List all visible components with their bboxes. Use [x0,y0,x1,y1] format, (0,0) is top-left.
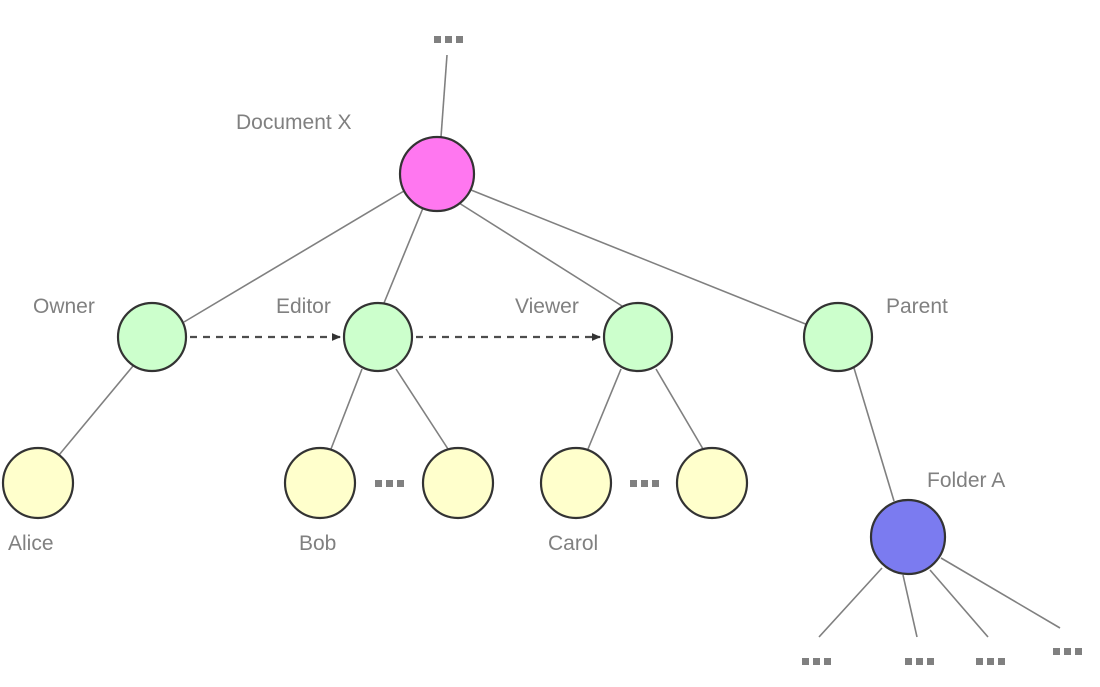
edge-viewer-to-carol [587,368,622,450]
edge-doc-to-owner [183,190,405,323]
node-owner[interactable] [116,301,188,373]
ellipsis-ellipsis-1 [802,658,831,665]
node-folder-a[interactable] [869,498,947,576]
ellipsis-ellipsis-viewer-group [630,480,659,487]
node-editor-user-2[interactable] [421,446,495,520]
edges-layer [58,54,1061,638]
node-alice[interactable] [1,446,75,520]
node-label-owner: Owner [33,295,95,318]
node-label-folder-a: Folder A [927,469,1006,492]
edge-owner-to-alice [58,365,134,456]
ellipsis-ellipsis-2 [905,658,934,665]
ellipsis-ellipsis-3 [976,658,1005,665]
node-label-carol: Carol [548,532,599,555]
ellipsis-ellipsis-4 [1053,648,1082,655]
node-label-alice: Alice [8,532,54,555]
edge-doc-to-viewer [458,202,623,307]
ellipsis-ellipsis-top [434,36,463,43]
edge-folder-leaf-3 [929,569,989,638]
edge-doc-to-parent [470,189,809,326]
node-label-editor: Editor [276,295,331,318]
node-label-document-x: Document X [236,111,352,134]
edge-folder-leaf-1 [818,567,883,638]
nodes-layer [1,135,947,576]
node-document-x[interactable] [398,135,476,213]
edge-folder-leaf-2 [902,574,918,638]
node-parent[interactable] [802,301,874,373]
edge-folder-leaf-4 [940,557,1061,629]
node-editor[interactable] [342,301,414,373]
ellipsis-ellipsis-editor-group [375,480,404,487]
node-bob[interactable] [283,446,357,520]
node-carol[interactable] [539,446,613,520]
node-label-bob: Bob [299,532,337,555]
node-viewer[interactable] [602,301,674,373]
edge-parent-to-folder [853,367,895,502]
edge-doc-to-top [440,54,448,138]
edge-viewer-to-user2 [655,368,704,450]
edge-editor-to-user2 [395,368,449,450]
node-viewer-user-2[interactable] [675,446,749,520]
node-label-viewer: Viewer [515,295,579,318]
node-label-parent: Parent [886,295,948,318]
edge-doc-to-editor [383,207,424,304]
edge-editor-to-bob [330,368,363,450]
